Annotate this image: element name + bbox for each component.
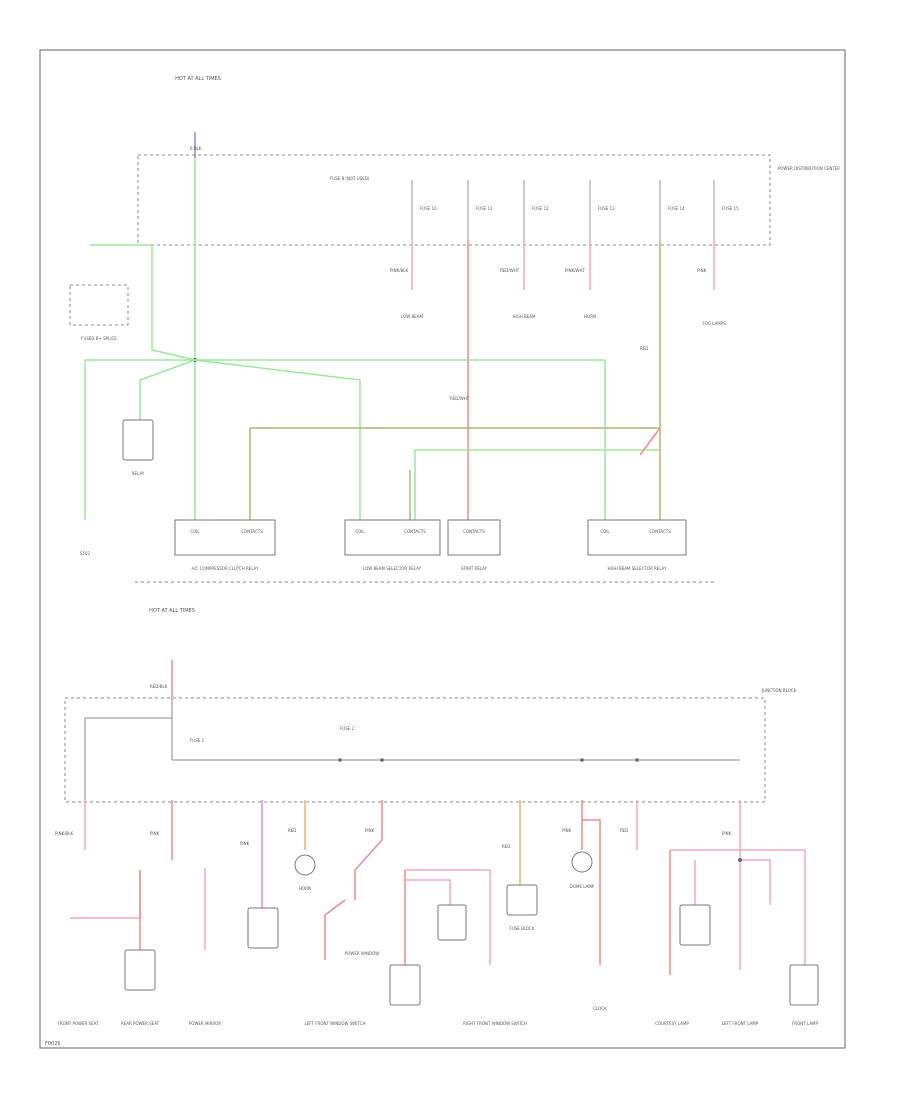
fuse-wire-label-2: RED/WHT: [500, 268, 520, 273]
branch-wire-2: PINK: [240, 841, 250, 846]
load-7: FUSE BLOCK: [510, 926, 535, 931]
load-12: FRONT LAMP: [792, 1021, 818, 1026]
module-highbeam-name: HIGH BEAM SELECTOR RELAY: [607, 566, 667, 571]
top-feed-wire-label: 6 BLK: [190, 146, 202, 151]
fuse-wire-label-0: PINK/BLK: [390, 268, 409, 273]
module-lowbeam: [344, 519, 441, 556]
module-highbeam: [587, 519, 687, 556]
branch-wire-3: RED: [288, 828, 296, 833]
branch-wire-1: PINK: [150, 831, 160, 836]
fuse-label-3: FUSE 13: [598, 206, 615, 211]
load-2: POWER MIRROR: [189, 1021, 221, 1026]
module-lowbeam-contacts: CONTACTS: [404, 529, 426, 534]
fuse-label-5: FUSE 15: [722, 206, 739, 211]
module-highbeam-coil: COIL: [600, 529, 610, 534]
module-ac-contacts: CONTACTS: [241, 529, 263, 534]
fuse-node-1: HIGH BEAM: [512, 314, 536, 319]
load-3: HORN: [299, 886, 311, 891]
load-11: LEFT FRONT LAMP: [722, 1021, 759, 1026]
top-fuse-columns: FUSE 10 FUSE 11 FUSE 12 FUSE 13 FUSE 14 …: [411, 180, 739, 240]
top-pdc-box: [137, 154, 771, 246]
bottom-fuse-sub: FUSE 2: [340, 726, 355, 731]
bottom-source-label: HOT AT ALL TIMES: [149, 608, 195, 614]
bottom-fuse-main: FUSE 1: [190, 738, 205, 743]
top-fuse-main-label: FUSE 8 (NOT USED): [330, 176, 370, 181]
fuse-label-2: FUSE 12: [532, 206, 549, 211]
branch-wire-6: PINK: [562, 828, 572, 833]
module-ac-name: A/C COMPRESSOR CLUTCH RELAY: [191, 566, 259, 571]
load-6: RIGHT FRONT WINDOW SWITCH: [463, 1021, 527, 1026]
relay-component: [122, 419, 154, 461]
dome-lamp-component: [571, 851, 593, 873]
splice-box: [69, 284, 129, 326]
top-source-label: HOT AT ALL TIMES: [175, 76, 221, 82]
load-1: REAR POWER SEAT: [121, 1021, 160, 1026]
load-10: COURTESY LAMP: [655, 1021, 689, 1026]
fuse-wire-label-3: PINK/WHT: [565, 268, 586, 273]
module-start-name: START RELAY: [461, 566, 488, 571]
load-9: CLOCK: [593, 1006, 607, 1011]
footer-code: F0026: [45, 1041, 61, 1047]
module-highbeam-contacts: CONTACTS: [649, 529, 671, 534]
branch-wire-0: PINK/BLK: [55, 831, 74, 836]
module-start: [447, 519, 501, 556]
fuse-node-0: LOW BEAM: [401, 314, 423, 319]
horn-component: [294, 854, 316, 876]
load-4: POWER WINDOW: [345, 951, 379, 956]
fuse-label-1: FUSE 11: [476, 206, 493, 211]
top-section: HOT AT ALL TIMES 6 BLK POWER DISTRIBUTIO…: [69, 76, 840, 583]
fuse-node-3: FOG LAMPS: [702, 321, 726, 326]
load-5: LEFT FRONT WINDOW SWITCH: [305, 1021, 366, 1026]
module-ac-coil: COIL: [190, 529, 200, 534]
module-ac: [174, 519, 276, 556]
branch-wire-8: PINK: [722, 831, 732, 836]
bottom-section: HOT AT ALL TIMES RED/BLK JUNCTION BLOCK …: [55, 608, 819, 1026]
fuse-label-4: FUSE 14: [668, 206, 685, 211]
top-ground-label: S102: [80, 551, 91, 556]
branch-wire-4: PINK: [365, 828, 375, 833]
load-8: DOME LAMP: [570, 884, 595, 889]
fuse-node-2: HORN: [584, 314, 596, 319]
load-0: FRONT POWER SEAT: [58, 1021, 100, 1026]
branch-wire-5: RED: [502, 844, 510, 849]
junction-block-label: JUNCTION BLOCK: [761, 688, 797, 693]
module-start-contacts: CONTACTS: [463, 529, 485, 534]
branch-wire-7: RED: [620, 828, 628, 833]
fuse-wire-label-5: PINK: [697, 268, 707, 273]
top-pdc-label: POWER DISTRIBUTION CENTER: [778, 166, 840, 171]
fuse-wire-label-1: RED/WHT: [450, 396, 470, 401]
module-lowbeam-coil: COIL: [355, 529, 365, 534]
relay-label: RELAY: [132, 471, 145, 476]
bottom-feed-label: RED/BLK: [150, 684, 168, 689]
fuse-label-0: FUSE 10: [420, 206, 437, 211]
module-lowbeam-name: LOW BEAM SELECTOR RELAY: [363, 566, 422, 571]
junction-block-box: [64, 697, 766, 803]
splice-box-label: FUSED B+ SPLICE: [81, 336, 117, 341]
diagram-border: [39, 49, 846, 1049]
fuse-wire-label-4: RED: [640, 346, 648, 351]
